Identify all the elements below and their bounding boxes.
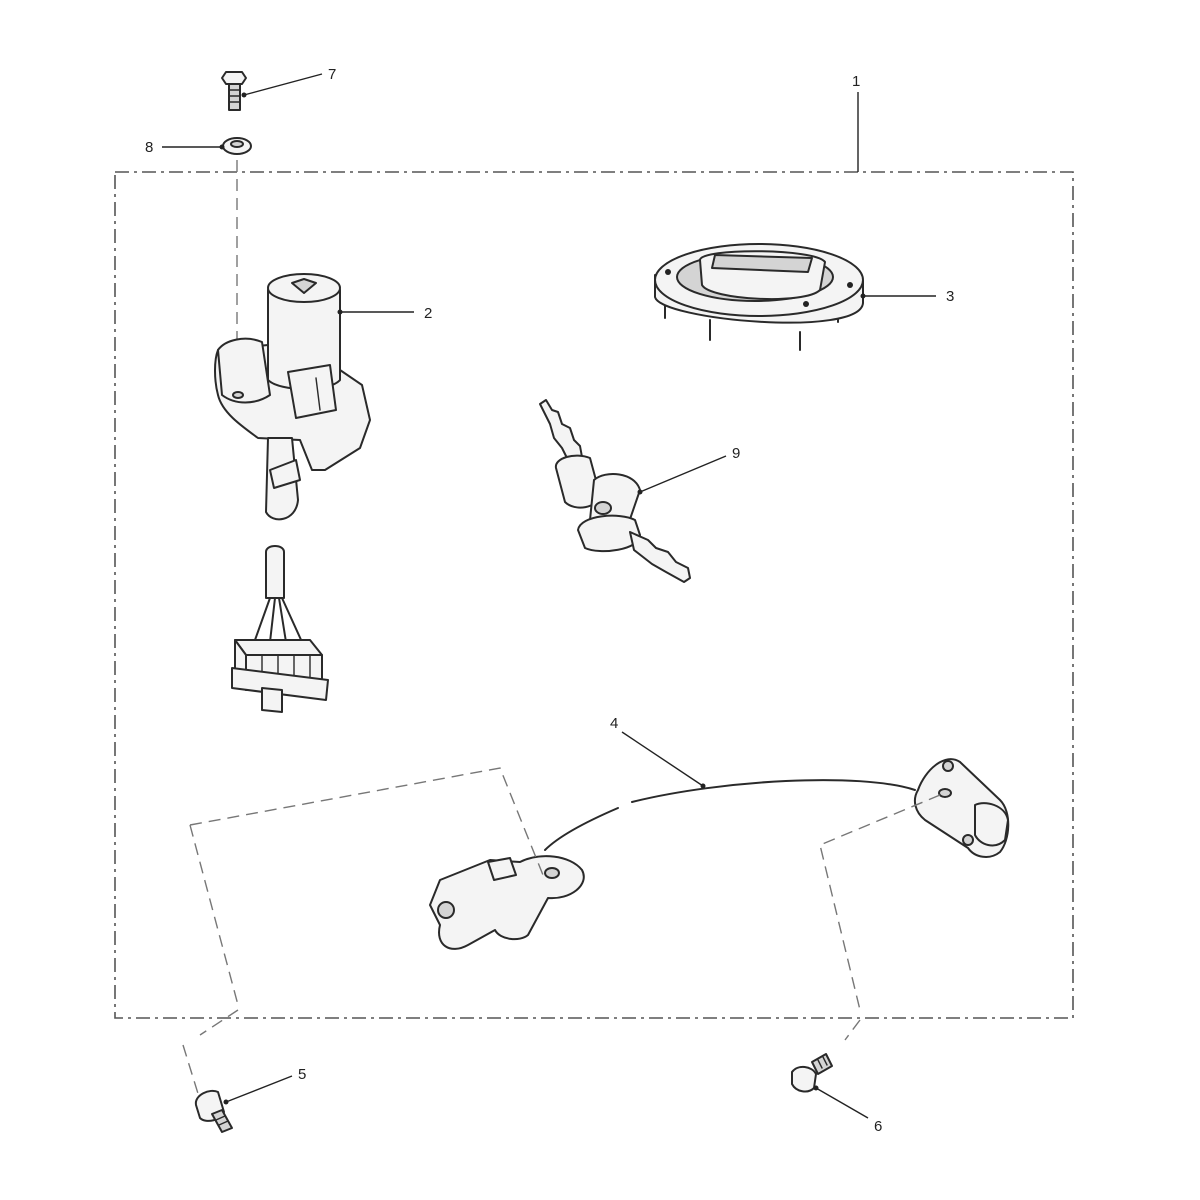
callout-label-1: 1 — [852, 73, 860, 90]
projection-bolt-5 — [182, 1044, 201, 1101]
kit-boundary — [114, 171, 1074, 1019]
callout-5: 5 — [223, 1066, 306, 1105]
callout-label-2: 2 — [424, 305, 432, 322]
callout-3: 3 — [860, 288, 954, 305]
keys-part-9 — [539, 399, 691, 583]
callout-9: 9 — [637, 445, 740, 495]
projection-left-bolt — [199, 1009, 239, 1036]
callout-6: 6 — [813, 1085, 882, 1135]
wiring-connector — [231, 545, 329, 713]
projection-right-bolt — [844, 1019, 861, 1041]
callout-label-6: 6 — [874, 1118, 882, 1135]
callout-4: 4 — [610, 715, 706, 789]
bolt-part-7 — [221, 71, 247, 111]
callout-label-7: 7 — [328, 66, 336, 83]
callout-label-3: 3 — [946, 288, 954, 305]
callout-label-8: 8 — [145, 139, 153, 156]
callout-label-9: 9 — [732, 445, 740, 462]
bolt-part-6 — [791, 1053, 833, 1093]
callout-label-5: 5 — [298, 1066, 306, 1083]
callout-7: 7 — [241, 66, 336, 98]
projection-right-plane — [819, 794, 941, 1011]
callout-2: 2 — [337, 305, 432, 322]
ignition-switch-part-2 — [214, 273, 371, 521]
projection-left-plane — [189, 767, 546, 881]
projection-left-drop — [189, 824, 239, 1006]
callout-1: 1 — [852, 73, 860, 172]
fuel-cap-part-3 — [654, 243, 864, 351]
callout-label-4: 4 — [610, 715, 618, 732]
bolt-part-5 — [194, 1089, 233, 1133]
callout-8: 8 — [145, 139, 225, 156]
washer-part-8 — [222, 137, 252, 155]
seat-lock-cable-part-4 — [429, 758, 1010, 950]
